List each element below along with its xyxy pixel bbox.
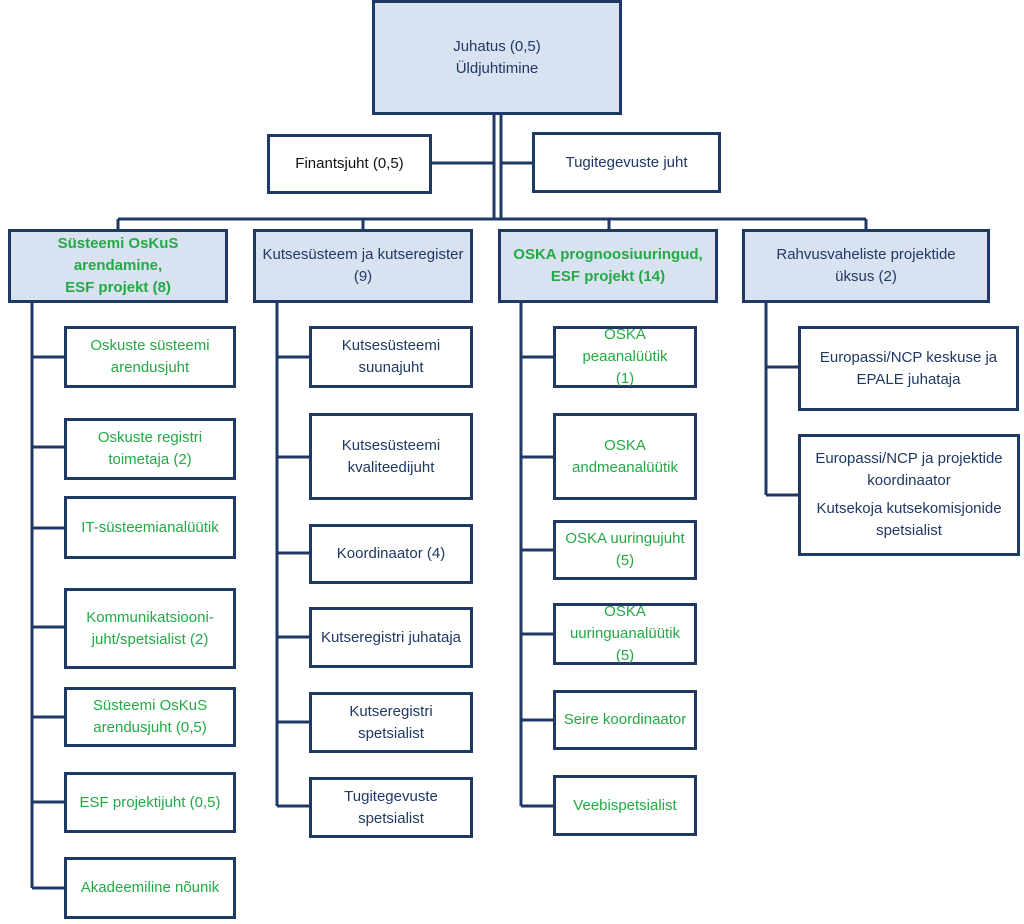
role-label: Europassi/NCP keskuse ja bbox=[819, 348, 998, 366]
role-label: Kutsesüsteemi bbox=[341, 337, 441, 354]
role-label: toimetaja (2) bbox=[108, 451, 192, 468]
role-label: Oskuste registri bbox=[97, 429, 203, 446]
role-box: Seire koordinaator bbox=[553, 690, 697, 750]
role-label: OSKA bbox=[604, 603, 646, 620]
role-label: Veebispetsialist bbox=[573, 796, 677, 814]
role-box: Tugitegevuste spetsialist bbox=[309, 777, 473, 838]
role-label: Europassi/NCP ja projektide bbox=[815, 450, 1003, 467]
department-oskus: Süsteemi OsKuS arendamine, ESF projekt (… bbox=[8, 229, 228, 303]
role-box: Kutsesüsteemi kvaliteedijuht bbox=[309, 413, 473, 500]
role-label: suunajuht bbox=[358, 359, 424, 376]
role-label: Oskuste süsteemi bbox=[90, 337, 210, 354]
role-label: Koordinaator (4) bbox=[336, 545, 446, 562]
department-rahvusvaheline: Rahvusvaheliste projektide üksus (2) bbox=[742, 229, 990, 303]
role-label: juht/spetsialist (2) bbox=[91, 630, 209, 648]
role-box: OSKA uuringujuht (5) bbox=[553, 520, 697, 580]
finance-box: Finantsjuht (0,5) bbox=[267, 134, 432, 194]
role-box: Akadeemiline nõunik bbox=[64, 857, 236, 919]
role-label: OSKA uuringujuht bbox=[565, 530, 685, 547]
role-label: Seire koordinaator bbox=[563, 711, 687, 728]
role-label: (5) bbox=[615, 552, 635, 569]
role-label: Akadeemiline nõunik bbox=[80, 879, 220, 896]
department-title-line: üksus (2) bbox=[835, 268, 897, 285]
role-box: OSKA andmeanalüütik bbox=[553, 413, 697, 500]
role-label: Kutsesüsteemi bbox=[341, 436, 441, 454]
department-title-line: Süsteemi OsKuS arendamine, bbox=[57, 235, 179, 274]
finance-label: Finantsjuht (0,5) bbox=[295, 155, 404, 172]
role-label: arendusjuht (0,5) bbox=[93, 719, 207, 736]
role-label: OSKA bbox=[604, 436, 646, 454]
role-box: Oskuste registri toimetaja (2) bbox=[64, 418, 236, 480]
role-box: Europassi/NCP ja projektide koordinaator… bbox=[798, 434, 1020, 556]
role-label: (5) bbox=[615, 647, 635, 664]
role-box: Kutseregistri juhataja bbox=[309, 607, 473, 668]
role-label: ESF projektijuht (0,5) bbox=[79, 793, 221, 811]
role-label: (1) bbox=[615, 370, 635, 387]
department-kutsesusteem: Kutsesüsteem ja kutseregister (9) bbox=[253, 229, 473, 303]
role-label: Kutsekoja kutsekomisjonide bbox=[816, 500, 1002, 517]
department-title-line: Rahvusvaheliste projektide bbox=[776, 246, 956, 263]
department-title-line: OSKA prognoosiuuringud, bbox=[513, 246, 703, 263]
role-box: Kutsesüsteemi suunajuht bbox=[309, 326, 473, 388]
role-box: Koordinaator (4) bbox=[309, 524, 473, 584]
role-label: IT-süsteemianalüütik bbox=[81, 518, 219, 536]
role-box: Veebispetsialist bbox=[553, 775, 697, 836]
department-title-line: ESF projekt (8) bbox=[65, 279, 171, 296]
role-label: spetsialist bbox=[358, 809, 424, 827]
role-box: Süsteemi OsKuS arendusjuht (0,5) bbox=[64, 687, 236, 747]
role-box: OSKA uuringuanalüütik (5) bbox=[553, 603, 697, 665]
board-subtitle: Üldjuhtimine bbox=[455, 59, 539, 77]
role-label: Süsteemi OsKuS bbox=[92, 697, 208, 714]
role-label: OSKA peaanalüütik bbox=[582, 326, 668, 365]
support-box: Tugitegevuste juht bbox=[532, 132, 721, 193]
role-label: Kommunikatsiooni- bbox=[86, 608, 214, 626]
role-label: Tugitegevuste bbox=[344, 787, 438, 805]
role-label: arendusjuht bbox=[110, 359, 190, 376]
board-box: Juhatus (0,5) Üldjuhtimine bbox=[372, 0, 622, 115]
department-oska: OSKA prognoosiuuringud, ESF projekt (14) bbox=[498, 229, 718, 303]
department-title-line: (9) bbox=[353, 268, 373, 285]
department-title-line: ESF projekt (14) bbox=[550, 268, 666, 285]
role-box: IT-süsteemianalüütik bbox=[64, 496, 236, 559]
role-label: koordinaator bbox=[867, 472, 951, 489]
role-label: Kutseregistri juhataja bbox=[320, 628, 462, 646]
role-label: kvaliteedijuht bbox=[347, 458, 435, 476]
role-label: spetsialist bbox=[876, 522, 942, 539]
role-label: EPALE juhataja bbox=[856, 370, 961, 388]
role-box: Oskuste süsteemi arendusjuht bbox=[64, 326, 236, 388]
role-label: andmeanalüütik bbox=[572, 458, 678, 476]
role-box: Kutseregistri spetsialist bbox=[309, 692, 473, 753]
role-box: ESF projektijuht (0,5) bbox=[64, 772, 236, 833]
role-label: Kutseregistri bbox=[349, 702, 433, 720]
role-label: uuringuanalüütik bbox=[569, 625, 681, 642]
support-label: Tugitegevuste juht bbox=[565, 153, 688, 171]
role-box: Kommunikatsiooni- juht/spetsialist (2) bbox=[64, 588, 236, 669]
role-box: Europassi/NCP keskuse ja EPALE juhataja bbox=[798, 326, 1019, 411]
board-title: Juhatus (0,5) bbox=[453, 37, 541, 55]
role-label: spetsialist bbox=[358, 724, 424, 742]
role-box: OSKA peaanalüütik (1) bbox=[553, 326, 697, 388]
department-title-line: Kutsesüsteem ja kutseregister bbox=[262, 246, 464, 263]
